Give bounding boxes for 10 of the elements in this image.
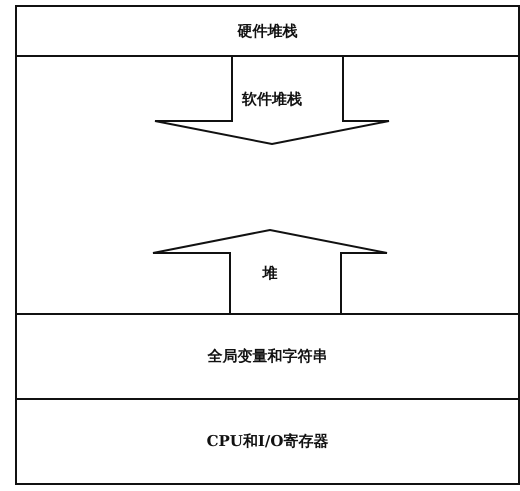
down-block-arrow [154, 57, 390, 145]
up-block-arrow [152, 229, 388, 315]
memory-label: 硬件堆栈 [238, 22, 298, 40]
memory-label: 软件堆栈 [240, 89, 303, 109]
memory-label: 全局变量和字符串 [208, 347, 328, 366]
memory-band [15, 398, 520, 485]
memory-band [15, 313, 520, 400]
memory-label: CPU和I/O寄存器 [206, 432, 328, 451]
memory-label: 堆 [261, 263, 278, 283]
memory-region [15, 55, 520, 315]
